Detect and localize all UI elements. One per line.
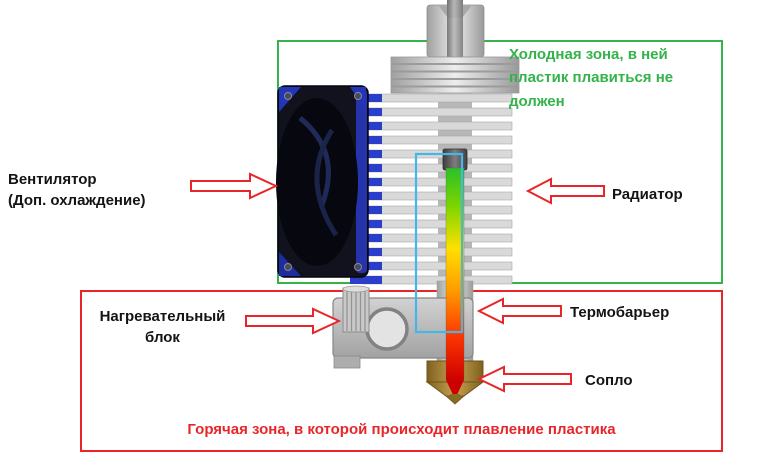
radiator-label: Радиатор	[612, 186, 683, 203]
heater-block-label: Нагревательный блок	[99, 308, 226, 346]
fan-arrow	[190, 172, 278, 200]
nozzle-label: Сопло	[585, 372, 633, 389]
nozzle-arrow	[477, 365, 572, 393]
fan-label: Вентилятор (Доп. охлаждение)	[8, 171, 146, 209]
hot-zone-caption: Горячая зона, в которой происходит плавл…	[187, 421, 616, 438]
hot-zone-box	[80, 290, 723, 452]
heater-block-arrow	[245, 307, 341, 335]
thermal-barrier-label: Термобарьер	[570, 304, 670, 321]
cold-zone-caption: Холодная зона, в ней пластик плавиться н…	[509, 46, 674, 110]
radiator-arrow	[526, 177, 605, 205]
thermal-barrier-arrow	[477, 297, 562, 325]
